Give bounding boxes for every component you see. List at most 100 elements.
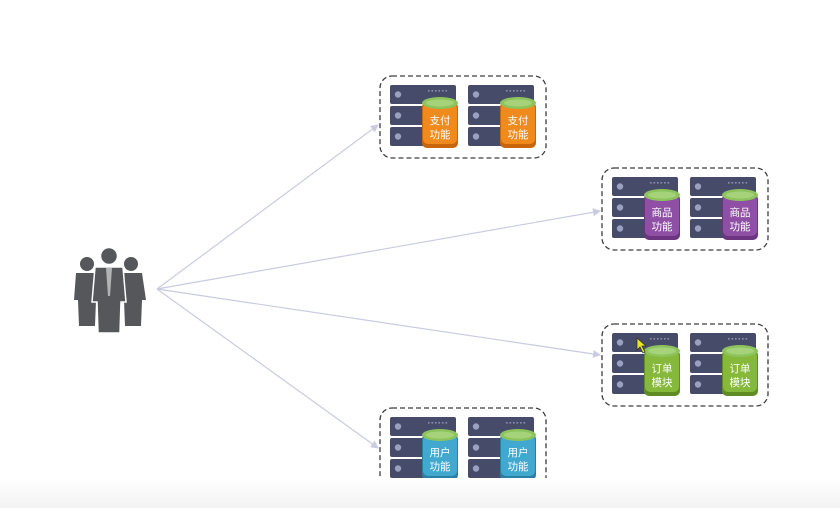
people-group-icon: [74, 246, 146, 334]
rack-led: [694, 225, 702, 232]
rack-vent: [431, 90, 434, 92]
rack-vent: [506, 422, 508, 424]
rack-vent: [735, 338, 737, 340]
rack-vent: [660, 182, 663, 184]
rack-vent: [435, 90, 437, 92]
db-cylinder-top-highlight: [504, 99, 532, 107]
rack-vent: [520, 90, 522, 92]
rack-vent: [742, 182, 744, 184]
rack-vent: [428, 422, 430, 424]
rack-vent: [445, 90, 448, 92]
rack-led: [394, 423, 402, 430]
rack-vent: [664, 338, 666, 340]
rack-vent: [445, 422, 448, 424]
rack-led: [616, 339, 624, 346]
rack-vent: [516, 422, 519, 424]
rack-vent: [431, 422, 434, 424]
db-cylinder-front: [501, 435, 535, 476]
rack-vent: [506, 90, 508, 92]
rack-led: [694, 204, 702, 211]
db-cylinder-front: [723, 351, 757, 392]
rack-led: [694, 381, 702, 388]
rack-vent: [428, 90, 430, 92]
rack-vent: [667, 182, 670, 184]
rack-vent: [442, 90, 444, 92]
db-label-line1: 用户: [430, 446, 451, 459]
rack-led: [694, 183, 702, 190]
rack-vent: [653, 182, 656, 184]
db-label-line1: 商品: [730, 206, 751, 219]
db-cylinder-top-highlight: [426, 431, 454, 439]
arrow-to-pay: [156, 124, 379, 290]
db-label-line2: 功能: [652, 220, 673, 233]
rack-vent: [516, 90, 519, 92]
rack-led: [394, 444, 402, 451]
rack-led: [616, 204, 624, 211]
rack-vent: [509, 422, 512, 424]
db-label-line2: 功能: [730, 220, 751, 233]
db-label-line1: 用户: [508, 446, 529, 459]
rack-led: [472, 133, 480, 140]
db-cylinder-front: [723, 195, 757, 236]
rack-vent: [660, 338, 663, 340]
db-cylinder-front: [423, 435, 457, 476]
rack-vent: [520, 422, 522, 424]
arrow-to-goods: [156, 208, 601, 290]
rack-vent: [442, 422, 444, 424]
rack-led: [616, 381, 624, 388]
rack-led: [472, 444, 480, 451]
db-cylinder-top-highlight: [648, 347, 676, 355]
rack-led: [694, 339, 702, 346]
rack-vent: [745, 338, 748, 340]
rack-led: [616, 183, 624, 190]
db-cylinder-top-highlight: [504, 431, 532, 439]
db-label-line1: 商品: [652, 206, 673, 219]
db-label-line2: 模块: [652, 377, 673, 389]
rack-vent: [742, 338, 744, 340]
rack-vent: [435, 422, 437, 424]
rack-vent: [438, 422, 441, 424]
rack-vent: [745, 182, 748, 184]
rack-vent: [731, 182, 734, 184]
db-cylinder-front: [423, 103, 457, 144]
db-label-line1: 订单: [652, 363, 673, 375]
rack-vent: [438, 90, 441, 92]
db-label-line2: 模块: [730, 377, 751, 389]
rack-led: [472, 112, 480, 119]
db-label-line1: 支付: [508, 114, 529, 127]
rack-vent: [657, 182, 659, 184]
arrow-to-order: [156, 288, 601, 358]
rack-vent: [731, 338, 734, 340]
rack-led: [394, 465, 402, 472]
rack-vent: [728, 338, 730, 340]
rack-vent: [657, 338, 659, 340]
db-cylinder-top-highlight: [726, 191, 754, 199]
rack-vent: [513, 90, 515, 92]
rack-vent: [735, 182, 737, 184]
rack-vent: [523, 90, 526, 92]
db-cylinder-front: [645, 195, 679, 236]
db-label-line2: 功能: [508, 128, 529, 141]
db-cylinder-top-highlight: [726, 347, 754, 355]
rack-vent: [653, 338, 656, 340]
rack-led: [394, 133, 402, 140]
rack-led: [472, 423, 480, 430]
rack-led: [394, 91, 402, 98]
db-label-line2: 功能: [430, 128, 451, 141]
rack-vent: [667, 338, 670, 340]
rack-vent: [650, 338, 652, 340]
rack-vent: [650, 182, 652, 184]
